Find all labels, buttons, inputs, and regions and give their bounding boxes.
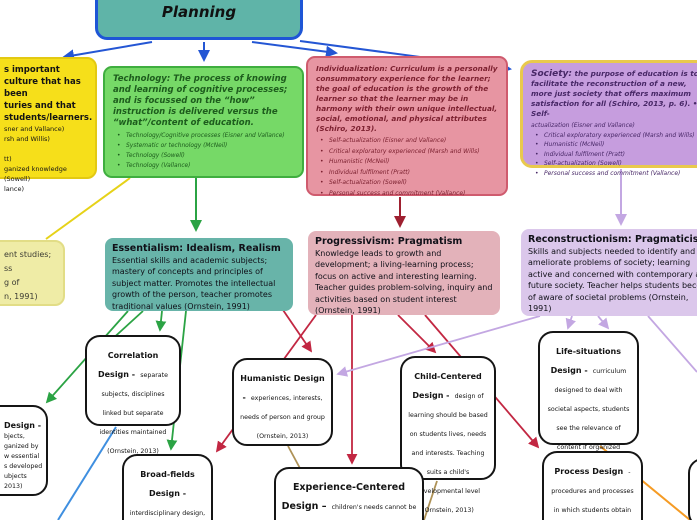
node-broad-fields-design[interactable]: Broad-fields Design - interdisciplinary … — [122, 454, 213, 520]
node-individualization[interactable]: Individualization: Curriculum is a perso… — [306, 56, 508, 197]
society-bullets: •Critical exploratory experienced (Marsh… — [535, 131, 695, 177]
experience-centered-body: children's needs cannot be anticipated, … — [331, 504, 417, 511]
process-body: - procedures and processes in which stud… — [551, 469, 634, 514]
knowledge-citations: sner and Vallance)rsh and Willis) tt)gan… — [4, 125, 67, 193]
correlation-body: separate subjects, disciplines linked bu… — [99, 372, 168, 455]
life-situations-title: Life-situations Design - — [550, 347, 621, 375]
technology-title: Technology: The process of knowing and l… — [113, 74, 288, 128]
experience-centered-title: Experience-Centered Design – — [281, 482, 406, 512]
individualization-title: Individualization: Curriculum is a perso… — [316, 64, 498, 133]
node-planning[interactable]: Planning — [95, 0, 303, 40]
node-cutoff-right-design[interactable] — [688, 458, 697, 520]
node-reconstructionism[interactable]: Reconstructionism: Pragmaticism Skills a… — [521, 229, 697, 316]
correlation-title: Correlation Design - — [97, 351, 159, 379]
node-process-design[interactable]: Process Design - procedures and processe… — [542, 451, 643, 520]
reconstructionism-title: Reconstructionism: Pragmaticism — [528, 234, 697, 245]
society-bullet-head: • Self- — [531, 99, 697, 118]
reconstructionism-body: Skills and subjects needed to identify a… — [528, 246, 697, 314]
node-technology[interactable]: Technology: The process of knowing and l… — [103, 66, 304, 178]
humanistic-title: Humanistic Design - — [240, 374, 325, 402]
progressivism-body: Knowledge leads to growth and developmen… — [315, 248, 493, 316]
society-bullet-cont: actualization (Eisner and Vallance) — [531, 122, 635, 129]
essentialism-body: Essential skills and academic subjects; … — [112, 255, 276, 311]
child-centered-title: Child-Centered Design - — [412, 372, 482, 400]
node-humanistic-design[interactable]: Humanistic Design - experiences, interes… — [232, 358, 333, 446]
node-progressivism[interactable]: Progressivism: Pragmatism Knowledge lead… — [308, 231, 500, 315]
node-life-situations-design[interactable]: Life-situations Design - curriculum desi… — [538, 331, 639, 489]
broad-fields-title: Broad-fields Design - — [140, 470, 195, 498]
society-title: Society: the purpose of education is to … — [531, 69, 697, 118]
technology-bullets: •Technology/Cognitive processes (Eisner … — [117, 133, 285, 169]
node-society[interactable]: Society: the purpose of education is to … — [520, 60, 697, 177]
broad-fields-body: interdisciplinary design, melding two or… — [129, 510, 206, 517]
individualization-bullets: •Self-actualization (Eisner and Vallance… — [320, 137, 480, 197]
essentialism-title: Essentialism: Idealism, Realism — [112, 243, 281, 254]
planning-label: Planning — [161, 3, 237, 21]
child-centered-body: design of learning should be based on st… — [408, 393, 488, 514]
node-child-centered-design[interactable]: Child-Centered Design - design of learni… — [400, 356, 496, 514]
node-essentialism[interactable]: Essentialism: Idealism, Realism Essentia… — [105, 238, 293, 311]
subject-design-title: Design - — [4, 421, 42, 430]
node-experience-centered-design[interactable]: Experience-Centered Design – children's … — [274, 467, 424, 520]
humanistic-body: experiences, interests, needs of person … — [240, 395, 325, 440]
node-correlation-design[interactable]: Correlation Design - separate subjects, … — [85, 335, 181, 455]
progressivism-title: Progressivism: Pragmatism — [315, 236, 463, 247]
process-title: Process Design — [554, 467, 624, 476]
